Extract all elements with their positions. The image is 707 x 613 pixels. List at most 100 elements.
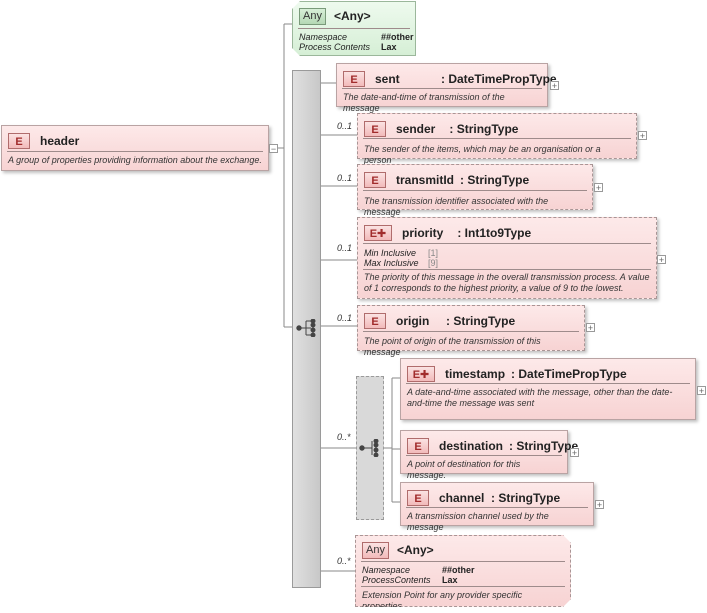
- element-head: E transmitId : StringType: [364, 170, 529, 190]
- namespace-value: ##other: [381, 32, 414, 42]
- element-name: sender: [396, 122, 436, 136]
- element-description: The priority of this message in the over…: [364, 272, 650, 293]
- element-sender[interactable]: E sender : StringType The sender of the …: [357, 113, 637, 165]
- expand-icon[interactable]: +: [697, 386, 706, 396]
- element-icon: E: [8, 133, 30, 149]
- divider: [406, 507, 588, 508]
- divider: [298, 28, 410, 29]
- element-icon: E: [407, 490, 429, 506]
- element-description: A transmission channel used by the messa…: [407, 511, 549, 532]
- sequence-icon: [296, 319, 316, 337]
- element-name: header: [40, 134, 80, 148]
- any-name: <Any>: [396, 543, 434, 557]
- element-description: The transmission identifier associated w…: [364, 196, 549, 217]
- element-type: : StringType: [491, 491, 561, 505]
- any-properties: Namespace ##other Process Contents Lax: [299, 32, 414, 52]
- any-name: <Any>: [333, 9, 371, 23]
- process-contents-label: ProcessContents: [362, 575, 431, 585]
- element-head: E sent : DateTimePropType: [343, 69, 557, 89]
- element-transmitid[interactable]: E transmitId : StringType The transmissi…: [357, 164, 593, 217]
- element-name: transmitId: [396, 173, 455, 187]
- header-element-head: E header: [8, 131, 79, 151]
- element-icon: E: [364, 172, 386, 188]
- facet-properties: Min Inclusive [1] Max Inclusive [9]: [364, 248, 438, 268]
- element-destination[interactable]: E destination : StringType A point of de…: [400, 430, 578, 480]
- element-description: A group of properties providing informat…: [8, 155, 262, 165]
- element-icon: E: [364, 121, 386, 137]
- element-name: origin: [396, 314, 430, 328]
- expand-icon[interactable]: +: [586, 323, 595, 333]
- expand-icon[interactable]: +: [638, 131, 647, 141]
- element-sent[interactable]: E sent : DateTimePropType The date-and-t…: [336, 63, 557, 113]
- divider: [7, 151, 263, 152]
- divider: [363, 243, 651, 244]
- element-head: E origin : StringType: [364, 311, 515, 331]
- element-name: timestamp: [445, 367, 506, 381]
- element-head: E✚ timestamp : DateTimePropType: [407, 364, 627, 384]
- element-icon: E: [364, 313, 386, 329]
- expand-icon[interactable]: +: [570, 448, 579, 458]
- element-type: : StringType: [509, 439, 579, 453]
- divider: [342, 88, 542, 89]
- element-description: A date-and-time associated with the mess…: [407, 387, 673, 408]
- divider: [363, 190, 587, 191]
- divider: [406, 383, 690, 384]
- element-head: E channel : StringType: [407, 488, 560, 508]
- element-description: A point of destination for this message.: [407, 459, 521, 480]
- any-icon: Any: [299, 8, 326, 25]
- any-head: Any <Any>: [299, 6, 371, 26]
- expand-icon[interactable]: +: [595, 500, 604, 510]
- max-inclusive-label: Max Inclusive: [364, 258, 419, 268]
- process-contents-value: Lax: [381, 42, 397, 52]
- divider: [406, 455, 562, 456]
- element-type: : StringType: [449, 122, 519, 136]
- process-contents-label: Process Contents: [299, 42, 371, 52]
- any-description: Extension Point for any provider specifi…: [362, 590, 523, 611]
- expand-icon[interactable]: +: [594, 183, 603, 193]
- element-type: : StringType: [460, 173, 530, 187]
- namespace-label: Namespace: [299, 32, 348, 42]
- element-icon: E: [407, 438, 429, 454]
- occurrence-label: 0..1: [337, 121, 353, 131]
- element-with-attributes-icon: E✚: [407, 366, 435, 382]
- element-priority[interactable]: E✚ priority : Int1to9Type Min Inclusive […: [357, 217, 657, 299]
- element-type: : DateTimePropType: [441, 72, 557, 86]
- element-icon: E: [343, 71, 365, 87]
- divider: [361, 586, 565, 587]
- element-type: : Int1to9Type: [457, 226, 532, 240]
- collapse-icon[interactable]: −: [269, 144, 278, 154]
- min-inclusive-label: Min Inclusive: [364, 248, 417, 258]
- max-inclusive-value: [9]: [428, 258, 439, 268]
- divider: [363, 331, 579, 332]
- divider: [363, 138, 631, 139]
- occurrence-label: 0..1: [337, 313, 353, 323]
- divider: [363, 269, 651, 270]
- element-name: destination: [439, 439, 504, 453]
- header-element[interactable]: E header A group of properties providing…: [1, 125, 269, 171]
- occurrence-label: 0..1: [337, 243, 353, 253]
- any-head: Any <Any>: [362, 540, 434, 560]
- namespace-label: Namespace: [362, 565, 411, 575]
- element-description: The date-and-time of transmission of the…: [343, 92, 505, 113]
- element-name: priority: [402, 226, 444, 240]
- element-timestamp[interactable]: E✚ timestamp : DateTimePropType A date-a…: [400, 358, 696, 420]
- element-head: E sender : StringType: [364, 119, 518, 139]
- expand-icon[interactable]: +: [550, 81, 559, 91]
- element-origin[interactable]: E origin : StringType The point of origi…: [357, 305, 585, 357]
- expand-icon[interactable]: +: [657, 255, 666, 265]
- element-head: E✚ priority : Int1to9Type: [364, 223, 531, 243]
- occurrence-label: 0..*: [337, 432, 351, 442]
- divider: [361, 561, 565, 562]
- any-wildcard-bottom[interactable]: Any <Any> Namespace##other ProcessConten…: [355, 535, 571, 607]
- occurrence-label: 0..*: [337, 556, 351, 566]
- element-description: The sender of the items, which may be an…: [364, 144, 601, 165]
- any-wildcard-top[interactable]: Any <Any> Namespace ##other Process Conte…: [292, 1, 416, 56]
- element-type: : StringType: [446, 314, 516, 328]
- element-description: The point of origin of the transmission …: [364, 336, 541, 357]
- element-channel[interactable]: E channel : StringType A transmission ch…: [400, 482, 594, 532]
- element-name: channel: [439, 491, 485, 505]
- min-inclusive-value: [1]: [428, 248, 439, 258]
- element-with-facets-icon: E✚: [364, 225, 392, 241]
